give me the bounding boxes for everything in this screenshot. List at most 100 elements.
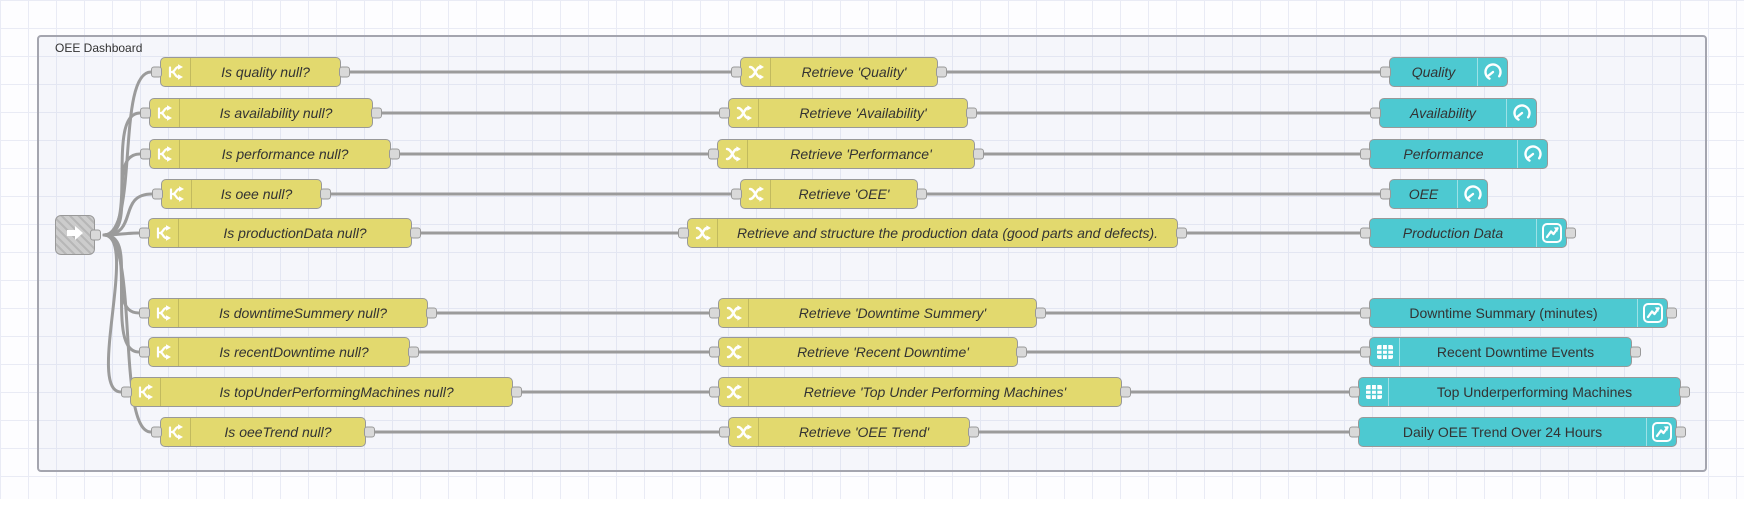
switch-node-oee-trend[interactable]: Is oeeTrend null? [151,417,375,447]
gauge-node-quality[interactable]: Quality [1380,57,1508,87]
output-port[interactable] [408,346,419,358]
switch-icon [131,378,161,406]
output-port[interactable] [389,148,400,160]
change-icon [718,140,748,168]
group-label: OEE Dashboard [55,41,143,55]
input-port[interactable] [139,307,150,319]
output-port[interactable] [1565,227,1576,239]
output-port[interactable] [410,227,421,239]
input-port[interactable] [1380,188,1391,200]
gauge-node-oee[interactable]: OEE [1380,179,1488,209]
change-node-top-machines[interactable]: Retrieve 'Top Under Performing Machines' [709,377,1131,407]
chart-node-production-data[interactable]: Production Data [1360,218,1576,248]
switch-node-production-data[interactable]: Is productionData null? [139,218,421,248]
input-port[interactable] [152,188,163,200]
input-port[interactable] [1360,227,1371,239]
output-port[interactable] [90,229,101,241]
table-icon [1370,338,1400,366]
input-port[interactable] [1349,426,1360,438]
input-port[interactable] [719,107,730,119]
input-port[interactable] [1360,307,1371,319]
input-port[interactable] [719,426,730,438]
change-node-availability[interactable]: Retrieve 'Availability' [719,98,977,128]
node-label: Is productionData null? [223,225,367,241]
output-port[interactable] [936,66,947,78]
input-port[interactable] [731,66,742,78]
chart-icon [1637,299,1667,327]
output-port[interactable] [973,148,984,160]
input-port[interactable] [731,188,742,200]
output-port[interactable] [364,426,375,438]
change-node-oee-trend[interactable]: Retrieve 'OEE Trend' [719,417,979,447]
node-label: Recent Downtime Events [1436,344,1595,360]
switch-node-recent-downtime[interactable]: Is recentDowntime null? [139,337,419,367]
input-port[interactable] [1380,66,1391,78]
input-port[interactable] [1370,107,1381,119]
node-label: Retrieve 'Availability' [799,105,927,121]
output-port[interactable] [339,66,350,78]
wire[interactable] [102,233,153,434]
change-node-performance[interactable]: Retrieve 'Performance' [708,139,984,169]
table-node-top-machines[interactable]: Top Underperforming Machines [1349,377,1690,407]
chart-node-oee-trend[interactable]: Daily OEE Trend Over 24 Hours [1349,417,1686,447]
change-node-downtime-summary[interactable]: Retrieve 'Downtime Summery' [709,298,1046,328]
output-port[interactable] [1675,426,1686,438]
output-port[interactable] [1679,386,1690,398]
input-port[interactable] [139,227,150,239]
input-port[interactable] [1360,148,1371,160]
canvas-bottom-strip [0,499,1744,510]
switch-node-oee[interactable]: Is oee null? [152,179,331,209]
change-node-quality[interactable]: Retrieve 'Quality' [731,57,947,87]
switch-node-performance[interactable]: Is performance null? [140,139,400,169]
switch-node-availability[interactable]: Is availability null? [140,98,382,128]
output-port[interactable] [1666,307,1677,319]
input-port[interactable] [709,307,720,319]
switch-node-downtime-summary[interactable]: Is downtimeSummery null? [139,298,437,328]
input-port[interactable] [708,148,719,160]
input-port[interactable] [140,107,151,119]
input-port[interactable] [140,148,151,160]
input-port[interactable] [1349,386,1360,398]
input-port[interactable] [151,426,162,438]
switch-node-quality[interactable]: Is quality null? [151,57,350,87]
node-label: Is recentDowntime null? [219,344,369,360]
output-port[interactable] [1035,307,1046,319]
gauge-icon [1457,180,1487,208]
input-port[interactable] [151,66,162,78]
change-node-recent-downtime[interactable]: Retrieve 'Recent Downtime' [709,337,1027,367]
input-port[interactable] [139,346,150,358]
gauge-node-performance[interactable]: Performance [1360,139,1548,169]
output-port[interactable] [966,107,977,119]
output-port[interactable] [1120,386,1131,398]
change-node-production-data[interactable]: Retrieve and structure the production da… [678,218,1187,248]
chart-node-downtime-summary[interactable]: Downtime Summary (minutes) [1360,298,1677,328]
input-port[interactable] [1360,346,1371,358]
output-port[interactable] [1630,346,1641,358]
output-port[interactable] [320,188,331,200]
input-port[interactable] [121,386,132,398]
gauge-icon [1517,140,1547,168]
output-port[interactable] [1176,227,1187,239]
gauge-node-availability[interactable]: Availability [1370,98,1537,128]
switch-icon [150,140,180,168]
wire[interactable] [102,152,142,237]
input-port[interactable] [678,227,689,239]
switch-icon [161,418,191,446]
change-node-oee[interactable]: Retrieve 'OEE' [731,179,927,209]
output-port[interactable] [916,188,927,200]
input-port[interactable] [709,346,720,358]
switch-node-top-machines[interactable]: Is topUnderPerformingMachines null? [121,377,522,407]
output-port[interactable] [426,307,437,319]
link-in-node[interactable] [55,215,101,255]
output-port[interactable] [371,107,382,119]
output-port[interactable] [511,386,522,398]
change-icon [719,338,749,366]
node-label: Is topUnderPerformingMachines null? [219,384,454,400]
output-port[interactable] [968,426,979,438]
link-arrow-icon [63,221,87,250]
output-port[interactable] [1016,346,1027,358]
table-node-recent-downtime[interactable]: Recent Downtime Events [1360,337,1641,367]
input-port[interactable] [709,386,720,398]
